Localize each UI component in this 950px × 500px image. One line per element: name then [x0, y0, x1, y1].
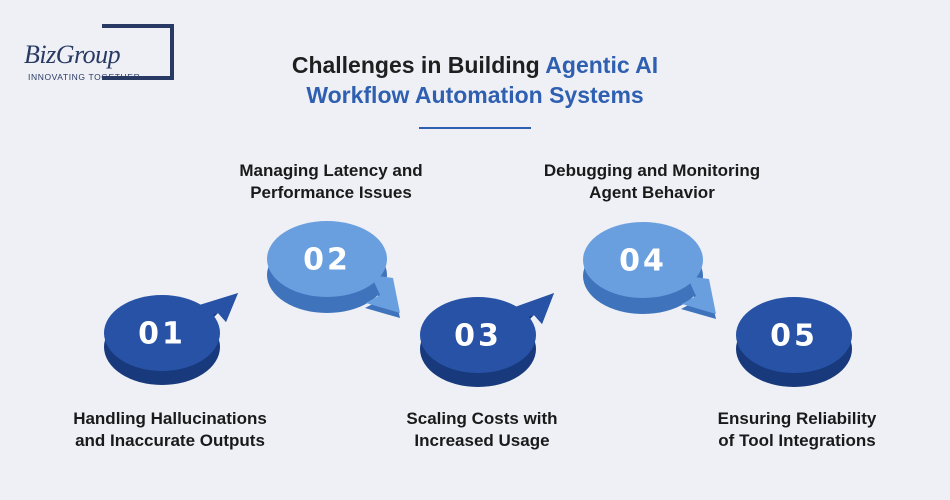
step-02-label: Managing Latency and Performance Issues	[211, 160, 451, 204]
step-03-arrow	[512, 293, 554, 324]
step-03-number: 03	[454, 319, 502, 354]
step-01-number: 01	[138, 317, 186, 352]
step-01-disc-top	[104, 295, 220, 371]
step-04-number: 04	[619, 244, 667, 279]
step-02-label-line2: Performance Issues	[250, 183, 412, 202]
step-04-label-line2: Agent Behavior	[589, 183, 715, 202]
step-02-label-line1: Managing Latency and	[239, 161, 423, 180]
step-05-disc-top	[736, 297, 852, 373]
logo-frame	[102, 24, 174, 80]
step-02-arrow	[366, 275, 400, 313]
step-02-disc-top	[267, 221, 387, 297]
page-title: Challenges in Building Agentic AI Workfl…	[0, 50, 950, 110]
logo-tagline: INNOVATING TOGETHER	[28, 72, 141, 82]
step-04-disc: 04	[583, 222, 716, 319]
step-04-disc-top	[583, 222, 703, 298]
step-01-arrow	[196, 293, 238, 322]
bizgroup-logo: BizGroup INNOVATING TOGETHER	[22, 24, 174, 84]
step-05-label-line2: of Tool Integrations	[718, 431, 876, 450]
step-05-label: Ensuring Reliability of Tool Integration…	[677, 408, 917, 452]
step-05-number: 05	[770, 319, 818, 354]
title-underline	[419, 127, 531, 129]
step-04-arrow	[682, 276, 716, 314]
step-01-label-line2: and Inaccurate Outputs	[75, 431, 265, 450]
step-04-label: Debugging and Monitoring Agent Behavior	[532, 160, 772, 204]
step-01-label-line1: Handling Hallucinations	[73, 409, 267, 428]
step-01-label: Handling Hallucinations and Inaccurate O…	[50, 408, 290, 452]
step-01-disc: 01	[104, 293, 238, 385]
title-part-blue: Agentic AI	[545, 52, 659, 78]
logo-wordmark: BizGroup	[24, 40, 121, 69]
step-05-label-line1: Ensuring Reliability	[717, 409, 877, 428]
step-02-disc: 02	[267, 221, 400, 318]
step-03-label-line1: Scaling Costs with	[406, 409, 558, 428]
step-05-disc: 05	[736, 297, 852, 387]
step-03-label: Scaling Costs with Increased Usage	[362, 408, 602, 452]
step-03-label-line2: Increased Usage	[414, 431, 550, 450]
step-03-disc-top	[420, 297, 536, 373]
title-line-2: Workflow Automation Systems	[306, 82, 644, 108]
step-03-disc: 03	[420, 293, 554, 387]
step-02-number: 02	[303, 243, 351, 278]
step-04-label-line1: Debugging and Monitoring	[543, 161, 761, 180]
title-part-dark: Challenges in Building	[291, 52, 546, 78]
